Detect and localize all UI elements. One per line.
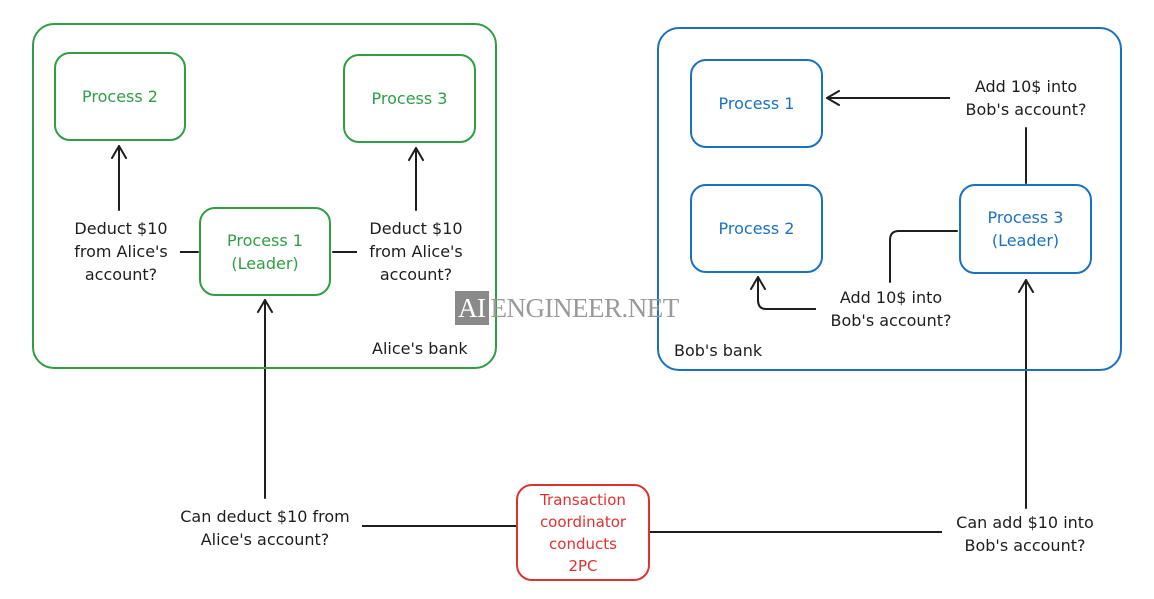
alice-deduct-msg-left: Deduct $10 from Alice's account? (62, 217, 180, 286)
bob-add-msg-mid: Add 10$ into Bob's account? (816, 286, 966, 332)
watermark-text: ENGINEER.NET (490, 292, 680, 323)
arrow-to-bob-process2 (750, 276, 827, 310)
line-bob-leader-to-mid-msg (889, 230, 958, 283)
coordinator-label: Transaction coordinator conducts 2PC (539, 490, 627, 575)
bob-bank-container (657, 27, 1122, 371)
bob-process-3-leader: Process 3 (Leader) (959, 184, 1092, 274)
alice-process-1-leader: Process 1 (Leader) (199, 207, 331, 296)
bob-bank-label: Bob's bank (674, 341, 763, 360)
bob-leader-label: Process 3 (Leader) (987, 208, 1064, 250)
bob-process-1-label: Process 1 (718, 94, 795, 113)
alice-deduct-msg-right: Deduct $10 from Alice's account? (357, 217, 475, 286)
coordinator-msg-alice: Can deduct $10 from Alice's account? (168, 505, 362, 551)
alice-process-2: Process 2 (54, 52, 186, 141)
transaction-coordinator: Transaction coordinator conducts 2PC (516, 484, 650, 581)
alice-leader-label: Process 1 (Leader) (227, 230, 303, 273)
alice-process-3: Process 3 (343, 54, 476, 143)
alice-bank-label: Alice's bank (372, 339, 468, 358)
watermark-logo: AI ENGINEER.NET (455, 291, 679, 325)
watermark-box: AI (455, 291, 489, 325)
alice-process-2-label: Process 2 (82, 87, 158, 106)
bob-process-1: Process 1 (690, 59, 823, 148)
alice-bank-container (32, 23, 497, 369)
bob-process-2: Process 2 (690, 184, 823, 273)
coordinator-msg-bob: Can add $10 into Bob's account? (942, 511, 1108, 557)
bob-process-2-label: Process 2 (718, 219, 795, 238)
bob-add-msg-top: Add 10$ into Bob's account? (950, 75, 1102, 121)
alice-process-3-label: Process 3 (371, 89, 448, 108)
